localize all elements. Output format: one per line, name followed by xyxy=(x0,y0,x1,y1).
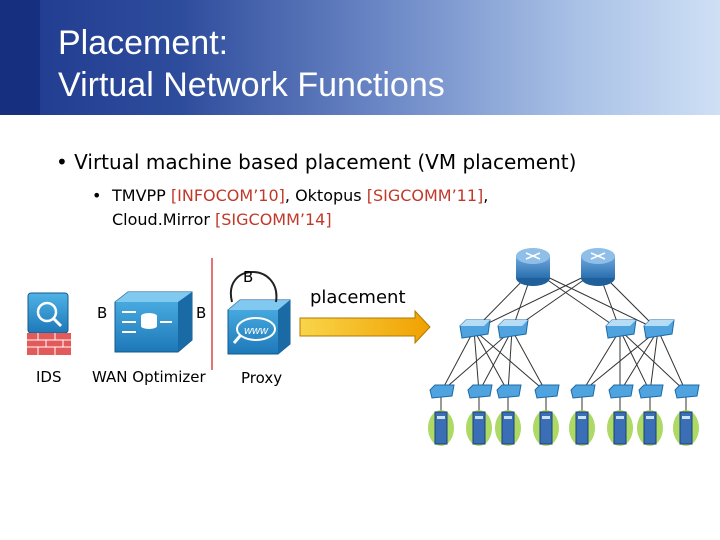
tor-switch-icon-4 xyxy=(534,384,560,399)
ids-firewall-icon xyxy=(27,292,71,355)
wan-optimizer-icon xyxy=(114,291,193,353)
tor-switch-icon-1 xyxy=(429,384,455,399)
core-router-icon-1 xyxy=(516,248,550,286)
server-icon-2 xyxy=(466,410,492,446)
agg-switch-icon-1 xyxy=(459,319,491,339)
placement-arrow xyxy=(299,309,431,345)
tor-switch-icon-2 xyxy=(467,384,493,399)
proxy-www-badge: www xyxy=(244,325,269,337)
main-bullet-text: Virtual machine based placement (VM plac… xyxy=(74,150,577,174)
server-icon-3 xyxy=(495,410,521,446)
tor-switch-icon-6 xyxy=(608,384,634,399)
title-line-1: Placement: xyxy=(58,24,229,62)
sub-bullet-text-4: Cloud.Mirror xyxy=(112,210,216,229)
slide-title: Placement: Virtual Network Functions xyxy=(58,22,445,106)
placement-label: placement xyxy=(310,287,406,308)
banner-edge xyxy=(0,0,40,115)
b-label-left: B xyxy=(97,304,107,322)
agg-switch-icon-2 xyxy=(497,319,529,339)
proxy-label: Proxy xyxy=(241,369,283,387)
tor-switch-icon-3 xyxy=(496,384,522,399)
tor-switch-icon-7 xyxy=(638,384,664,399)
server-icon-8 xyxy=(673,410,699,446)
ref-sigcomm11: [SIGCOMM’11] xyxy=(366,186,484,205)
ids-label: IDS xyxy=(36,368,62,386)
ref-sigcomm14: [SIGCOMM’14] xyxy=(215,210,332,229)
server-icon-4 xyxy=(533,410,559,446)
agg-switch-icon-3 xyxy=(605,319,637,339)
server-icon-7 xyxy=(637,410,663,446)
sub-bullet-text-1: TMVPP xyxy=(112,186,171,205)
server-icon-5 xyxy=(569,410,595,446)
b-loop xyxy=(229,271,278,303)
main-bullet: • Virtual machine based placement (VM pl… xyxy=(56,150,577,174)
tor-switch-icon-8 xyxy=(674,384,700,399)
title-line-2: Virtual Network Functions xyxy=(58,66,445,104)
ref-infocom10: [INFOCOM’10] xyxy=(170,186,285,205)
sub-bullet-text-2: , Oktopus xyxy=(284,186,367,205)
b-label-mid: B xyxy=(196,304,206,322)
agg-switch-icon-4 xyxy=(643,319,675,339)
b-label-top: B xyxy=(243,268,253,286)
server-icon-1 xyxy=(428,410,454,446)
wan-optimizer-label: WAN Optimizer xyxy=(92,368,206,386)
core-router-icon-2 xyxy=(581,248,615,286)
sub-bullet-text-3: , xyxy=(483,186,489,205)
proxy-icon xyxy=(227,299,291,355)
title-banner xyxy=(0,0,720,115)
server-icon-6 xyxy=(607,410,633,446)
tor-switch-icon-5 xyxy=(570,384,596,399)
